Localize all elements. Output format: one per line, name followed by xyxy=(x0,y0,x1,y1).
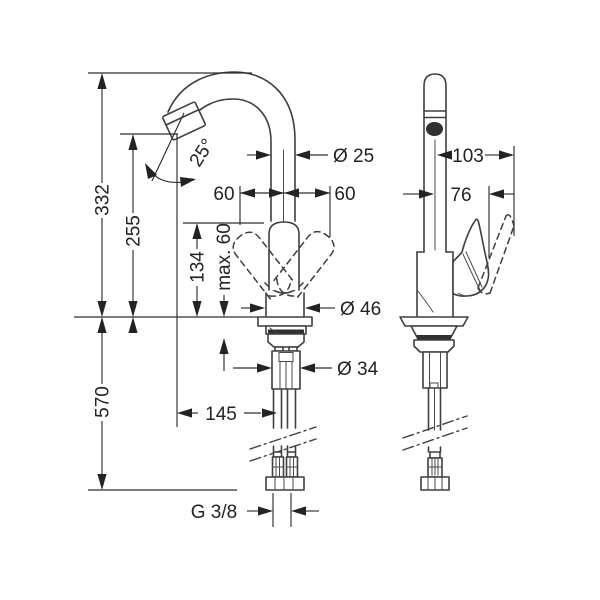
dim-label-134: 134 xyxy=(188,251,209,283)
dim-shank-dia-34: Ø 34 xyxy=(233,359,379,380)
handle-raised-dashed-side xyxy=(477,214,515,295)
hose-break-side xyxy=(402,415,468,451)
mounting-hardware-side xyxy=(413,339,455,389)
dim-label-d46: Ø 46 xyxy=(340,299,381,320)
dim-label-255: 255 xyxy=(124,215,145,247)
base-flange-side xyxy=(399,316,469,340)
dim-spout-dia-25: Ø 25 xyxy=(247,146,374,167)
dim-overall-height-332: 332 xyxy=(93,73,114,317)
mounting-hardware-front xyxy=(265,325,307,390)
hose-connector-side xyxy=(420,451,450,491)
hose-connectors-front xyxy=(265,451,305,491)
dim-label-25deg: 25° xyxy=(186,135,219,171)
dim-swing-60-60: 60 60 xyxy=(213,184,356,237)
handle-side xyxy=(452,218,490,297)
supply-hoses-front xyxy=(249,388,317,491)
dim-thread-g38: G 3/8 xyxy=(191,493,319,527)
dim-max-thickness-60: max. 60 xyxy=(214,223,235,371)
spout-outlet-side xyxy=(426,122,443,136)
supply-hose-side xyxy=(402,387,468,491)
dim-label-570: 570 xyxy=(93,386,114,418)
nozzle-axis-line xyxy=(151,112,185,182)
base-flange-front xyxy=(257,316,313,327)
dim-body-height-134: 134 xyxy=(188,223,209,317)
dim-reach-76-side: 76 xyxy=(403,185,514,258)
dim-reach-145: 145 xyxy=(177,404,277,425)
side-view xyxy=(399,73,515,491)
handle-front xyxy=(268,221,300,291)
dim-label-g38: G 3/8 xyxy=(191,502,237,523)
dim-label-60-left: 60 xyxy=(213,184,234,205)
hose-break-front xyxy=(249,426,317,462)
dim-body-dia-46: Ø 46 xyxy=(241,299,381,320)
dim-spout-height-255: 255 xyxy=(124,134,145,333)
handle-positions-dashed xyxy=(232,230,335,300)
dim-label-max-60: max. 60 xyxy=(214,223,235,291)
dim-label-332: 332 xyxy=(93,184,114,216)
dim-label-d25: Ø 25 xyxy=(333,146,374,167)
dim-label-76: 76 xyxy=(450,185,471,206)
dim-label-145: 145 xyxy=(205,404,237,425)
front-view xyxy=(162,71,335,491)
dim-label-60-right: 60 xyxy=(334,184,355,205)
dim-label-d34: Ø 34 xyxy=(337,359,379,380)
pipe-side xyxy=(423,73,447,253)
dim-label-103: 103 xyxy=(452,146,484,167)
dim-hose-length-570: 570 xyxy=(93,317,114,490)
body-side xyxy=(416,251,454,318)
dim-reach-103-side: 103 xyxy=(437,146,515,236)
